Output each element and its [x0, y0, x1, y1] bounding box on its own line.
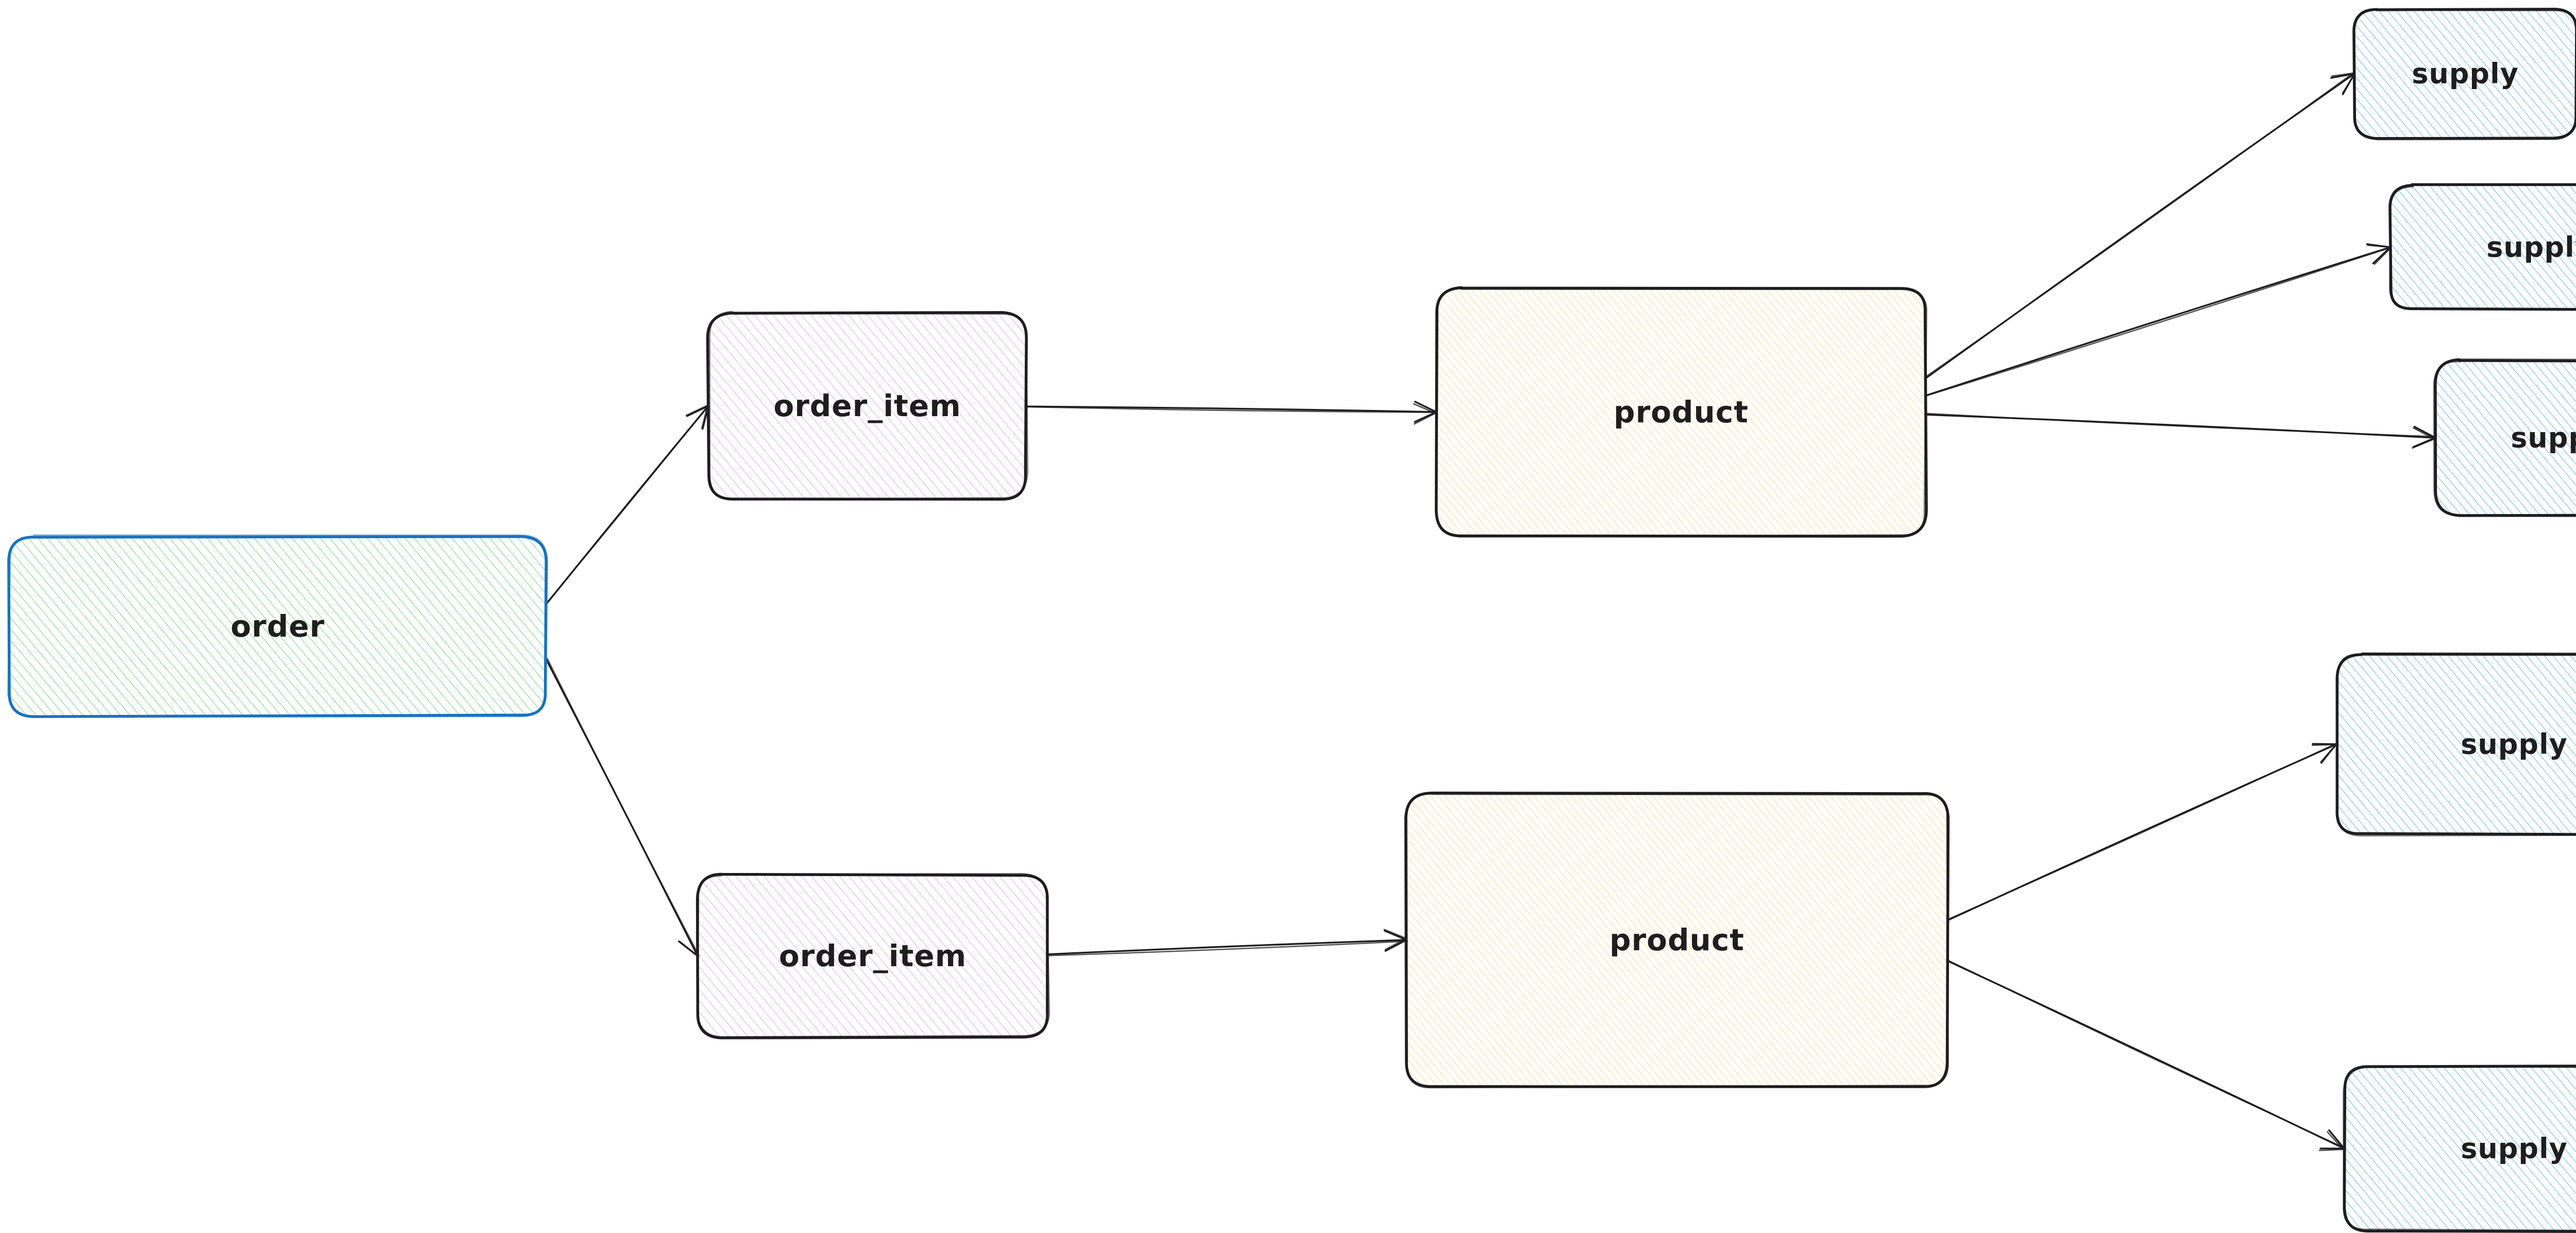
node-label-order_item_2: order_item [779, 938, 967, 973]
edge-product_1-to-supply_2[interactable] [1924, 243, 2392, 397]
edge-arrowhead-icon [1414, 401, 1437, 423]
node-fill [2390, 185, 2576, 310]
edge-product_1-to-supply_1[interactable] [1924, 72, 2356, 379]
node-supply_4[interactable]: supply [2335, 653, 2576, 837]
node-label-product_2: product [1609, 922, 1744, 957]
node-outline [2353, 8, 2576, 141]
node-label-supply_1: supply [2412, 58, 2519, 90]
node-label-supply_5: supply [2461, 1133, 2568, 1165]
edge-product_2-to-supply_5[interactable] [1946, 959, 2345, 1151]
node-label-supply_4: supply [2461, 728, 2568, 761]
edge-order_item_1-to-product_1[interactable] [1024, 401, 1437, 425]
edge-line [1926, 413, 2437, 438]
edge-arrowhead-icon [685, 404, 709, 429]
edge-line [1947, 742, 2338, 920]
node-order_item_1[interactable]: order_item [706, 311, 1029, 501]
edge-order-to-order_item_2[interactable] [545, 658, 700, 957]
edge-line [546, 404, 709, 604]
edge-line [1924, 247, 2391, 397]
node-fill [2344, 1066, 2576, 1231]
edge-line [1024, 406, 1436, 413]
edge-arrowhead-icon [2412, 427, 2435, 449]
edge-line [547, 658, 700, 956]
node-label-order: order [231, 609, 325, 644]
node-fill [2336, 653, 2576, 835]
edge-line [1946, 959, 2344, 1149]
node-label-supply_2: supply [2486, 231, 2576, 264]
node-fill [708, 313, 1027, 499]
node-fill [698, 874, 1048, 1038]
node-label-order_item_1: order_item [773, 388, 961, 423]
edge-line [1048, 940, 1409, 956]
edge-arrowhead-icon [2319, 1129, 2345, 1150]
node-supply_3[interactable]: supply [2433, 358, 2576, 517]
node-outline [2336, 654, 2576, 837]
node-fill [1436, 288, 1926, 536]
node-outline [2433, 358, 2576, 516]
node-fill [2354, 9, 2576, 139]
edge-line [1925, 246, 2392, 397]
node-outline [1404, 792, 1949, 1089]
edge-arrowhead-icon [2318, 1131, 2344, 1151]
nodes-layer: orderorder_itemorder_itemproductproducts… [7, 8, 2576, 1233]
node-outline [708, 311, 1029, 501]
edge-arrowhead-icon [1413, 403, 1436, 425]
node-product_2[interactable]: product [1404, 792, 1950, 1089]
edge-arrowhead-icon [1383, 929, 1407, 951]
edge-arrowhead-icon [2367, 244, 2392, 265]
node-order[interactable]: order [7, 534, 548, 718]
node-fill [1405, 792, 1947, 1087]
node-order_item_2[interactable]: order_item [696, 872, 1050, 1039]
node-supply_1[interactable]: supply [2352, 8, 2576, 141]
edge-arrowhead-icon [1383, 930, 1408, 952]
node-fill [9, 536, 546, 716]
edge-arrowhead-icon [2412, 425, 2436, 448]
edge-order_item_2-to-product_2[interactable] [1047, 929, 1409, 956]
edge-arrowhead-icon [2311, 744, 2337, 764]
node-fill [2434, 359, 2576, 516]
node-label-supply_3: supply [2511, 422, 2576, 454]
edge-product_1-to-supply_3[interactable] [1925, 413, 2437, 449]
node-outline [2388, 184, 2576, 311]
node-product_1[interactable]: product [1434, 286, 1928, 538]
node-outline [1435, 286, 1927, 538]
node-outline [7, 534, 548, 718]
edge-line [1025, 405, 1437, 413]
node-outline [2343, 1065, 2576, 1231]
edge-product_2-to-supply_4[interactable] [1946, 742, 2338, 921]
edge-line [1924, 72, 2354, 379]
edges-layer [545, 72, 2437, 1151]
node-outline [696, 872, 1050, 1038]
node-supply_5[interactable]: supply [2343, 1065, 2576, 1233]
edge-order-to-order_item_1[interactable] [545, 404, 709, 605]
edge-line [1047, 939, 1408, 955]
node-supply_2[interactable]: supply [2388, 183, 2576, 311]
node-label-product_1: product [1614, 395, 1749, 430]
